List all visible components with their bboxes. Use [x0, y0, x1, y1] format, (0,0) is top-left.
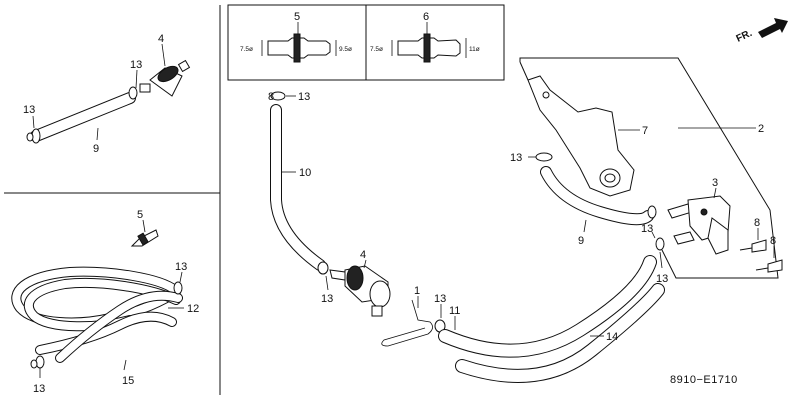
clip-13-c: [173, 281, 183, 295]
label-13-right-mid: 13: [641, 223, 653, 235]
group-topleft: 4 13 13 9: [23, 33, 191, 155]
dim-5-right: 9.5ø: [339, 46, 352, 53]
group-hoses-11-14: 11 14: [438, 255, 665, 383]
fr-direction-marker: FR.: [735, 18, 788, 45]
label-13-bottomleft-bottom: 13: [33, 383, 45, 395]
box-joint-5: 5 7.5ø 9.5ø: [240, 11, 352, 63]
frame-lines: [4, 4, 779, 395]
fuel-filter-4-b: [329, 265, 391, 317]
fr-text: FR.: [735, 28, 754, 45]
label-13-center-right: 13: [434, 293, 446, 305]
clip-13-b: [128, 86, 138, 100]
group-bottomleft: 5 13 13 12 15: [11, 209, 199, 395]
label-10: 10: [299, 167, 311, 179]
label-5-bottomleft: 5: [137, 209, 143, 221]
clip-13-e-ring: 8: [268, 91, 274, 103]
label-6-box: 6: [423, 11, 429, 23]
label-8-b: 8: [770, 235, 776, 247]
label-9-right: 9: [578, 235, 584, 247]
clip-13-i: [647, 205, 657, 219]
group-center: 8 13 10 13 4 1 13: [268, 91, 446, 347]
bracket-7: [527, 75, 635, 197]
label-13-right-bottom: 13: [656, 273, 668, 285]
label-8-a: 8: [754, 217, 760, 229]
dim-6-right: 11ø: [469, 46, 480, 53]
joint-5-b: [130, 229, 159, 247]
label-2: 2: [758, 123, 764, 135]
label-13-topleft-clip: 13: [130, 59, 142, 71]
fuel-filter-4-a: [139, 59, 191, 97]
label-13-topleft-left: 13: [23, 104, 35, 116]
clip-13-j: [655, 237, 665, 251]
diagram-code: 8910−E1710: [670, 374, 738, 386]
wire-clip-1: [381, 299, 433, 347]
label-13-center-bottom: 13: [321, 293, 333, 305]
label-11: 11: [449, 305, 460, 317]
bolt-8-b: [755, 259, 783, 273]
dim-6-left: 7.5ø: [370, 46, 383, 53]
label-13-bottomleft-top: 13: [175, 261, 187, 273]
box-joint-6: 6 7.5ø 11ø: [370, 11, 480, 63]
label-5-box: 5: [294, 11, 300, 23]
label-14: 14: [606, 331, 618, 343]
fuel-cock-3: [667, 195, 731, 255]
clip-13-f: [317, 261, 329, 275]
label-1: 1: [414, 285, 420, 297]
fr-arrow-icon: [758, 18, 788, 38]
label-13-center-top: 13: [298, 91, 310, 103]
label-7: 7: [642, 125, 648, 137]
label-9-topleft: 9: [93, 143, 99, 155]
clip-13-h: [535, 152, 553, 162]
label-4-topleft: 4: [158, 33, 164, 45]
label-4-center: 4: [360, 249, 366, 261]
bolt-8-a: [739, 239, 767, 253]
dim-5-left: 7.5ø: [240, 46, 253, 53]
group-right: 7 2 13 9 13 13 3: [510, 75, 783, 285]
label-13-right-bracket: 13: [510, 152, 522, 164]
label-15: 15: [122, 375, 134, 387]
label-3: 3: [712, 177, 718, 189]
label-12: 12: [187, 303, 199, 315]
clip-13-e: [270, 91, 286, 101]
